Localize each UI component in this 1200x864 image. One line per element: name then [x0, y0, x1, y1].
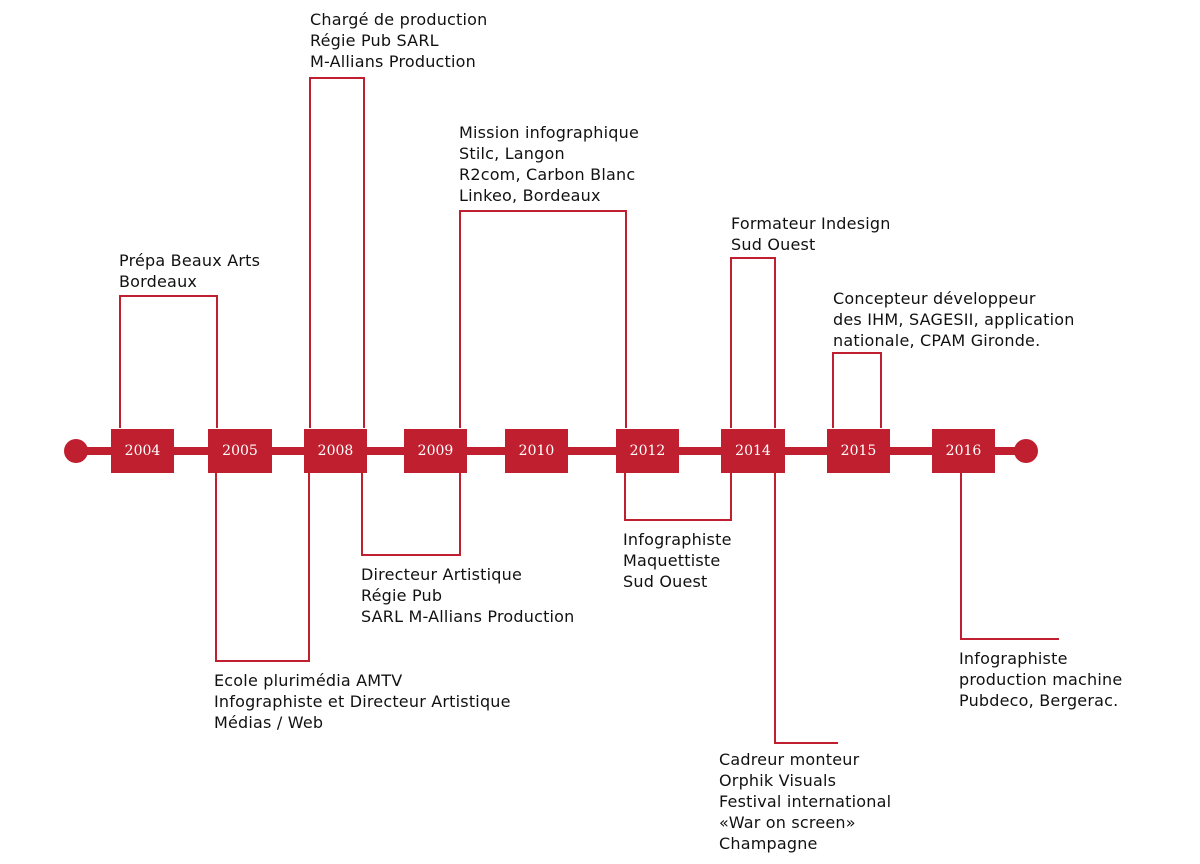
- event-line: M-Allians Production: [310, 52, 476, 71]
- year-2008: 2008: [304, 429, 367, 473]
- event-line: Bordeaux: [119, 272, 198, 291]
- event-line: Festival international: [719, 792, 892, 811]
- event-line: Sud Ouest: [623, 572, 708, 591]
- event-line: Mission infographique: [459, 123, 640, 142]
- event-charge-de-production: Chargé de production Régie Pub SARL M-Al…: [310, 9, 488, 72]
- event-line: Médias / Web: [214, 713, 324, 732]
- connector-ecole: [215, 473, 310, 662]
- event-cadreur-monteur: Cadreur monteur Orphik Visuals Festival …: [719, 749, 891, 854]
- year-2012: 2012: [616, 429, 679, 473]
- event-line: SARL M-Allians Production: [361, 607, 575, 626]
- connector-concepteur: [832, 352, 882, 428]
- timeline-start-dot: [64, 439, 88, 463]
- event-line: «War on screen»: [719, 813, 856, 832]
- event-line: Linkeo, Bordeaux: [459, 186, 601, 205]
- event-line: Ecole plurimédia AMTV: [214, 671, 403, 690]
- year-2014: 2014: [721, 429, 785, 473]
- event-ecole-plurimedia: Ecole plurimédia AMTV Infographiste et D…: [214, 670, 511, 733]
- event-line: Formateur Indesign: [731, 214, 891, 233]
- event-line: Chargé de production: [310, 10, 488, 29]
- connector-formateur: [730, 257, 776, 428]
- event-line: Champagne: [719, 834, 818, 853]
- year-2009: 2009: [404, 429, 467, 473]
- event-prepa-beaux-arts: Prépa Beaux Arts Bordeaux: [119, 250, 260, 292]
- connector-charge: [309, 77, 365, 428]
- event-line: Infographiste: [623, 530, 732, 549]
- event-line: production machine: [959, 670, 1123, 689]
- event-line: Orphik Visuals: [719, 771, 837, 790]
- event-directeur-artistique: Directeur Artistique Régie Pub SARL M-Al…: [361, 564, 575, 627]
- event-formateur-indesign: Formateur Indesign Sud Ouest: [731, 213, 891, 255]
- event-line: Stilc, Langon: [459, 144, 565, 163]
- event-concepteur-developpeur: Concepteur développeur des IHM, SAGESII,…: [833, 288, 1075, 351]
- event-infographiste-sud-ouest: Infographiste Maquettiste Sud Ouest: [623, 529, 732, 592]
- year-2010: 2010: [505, 429, 568, 473]
- connector-mission: [459, 210, 627, 428]
- event-line: Concepteur développeur: [833, 289, 1036, 308]
- event-infographiste-pubdeco: Infographiste production machine Pubdeco…: [959, 648, 1122, 711]
- event-line: nationale, CPAM Gironde.: [833, 331, 1041, 350]
- event-line: Sud Ouest: [731, 235, 816, 254]
- event-line: Pubdeco, Bergerac.: [959, 691, 1119, 710]
- year-2004: 2004: [111, 429, 174, 473]
- event-line: Cadreur monteur: [719, 750, 860, 769]
- event-line: Infographiste et Directeur Artistique: [214, 692, 511, 711]
- connector-prepa: [119, 295, 218, 428]
- event-mission-infographique: Mission infographique Stilc, Langon R2co…: [459, 122, 639, 206]
- event-line: Maquettiste: [623, 551, 721, 570]
- event-line: Directeur Artistique: [361, 565, 522, 584]
- event-line: Infographiste: [959, 649, 1068, 668]
- event-line: des IHM, SAGESII, application: [833, 310, 1075, 329]
- timeline-end-dot: [1014, 439, 1038, 463]
- connector-pubdeco: [960, 473, 1059, 640]
- event-line: Prépa Beaux Arts: [119, 251, 261, 270]
- year-2005: 2005: [208, 429, 272, 473]
- event-line: Régie Pub: [361, 586, 443, 605]
- connector-directeur: [361, 473, 461, 556]
- connector-cadreur: [774, 473, 838, 744]
- year-2016: 2016: [932, 429, 995, 473]
- event-line: Régie Pub SARL: [310, 31, 439, 50]
- connector-infographiste-so: [624, 473, 732, 521]
- year-2015: 2015: [827, 429, 890, 473]
- event-line: R2com, Carbon Blanc: [459, 165, 636, 184]
